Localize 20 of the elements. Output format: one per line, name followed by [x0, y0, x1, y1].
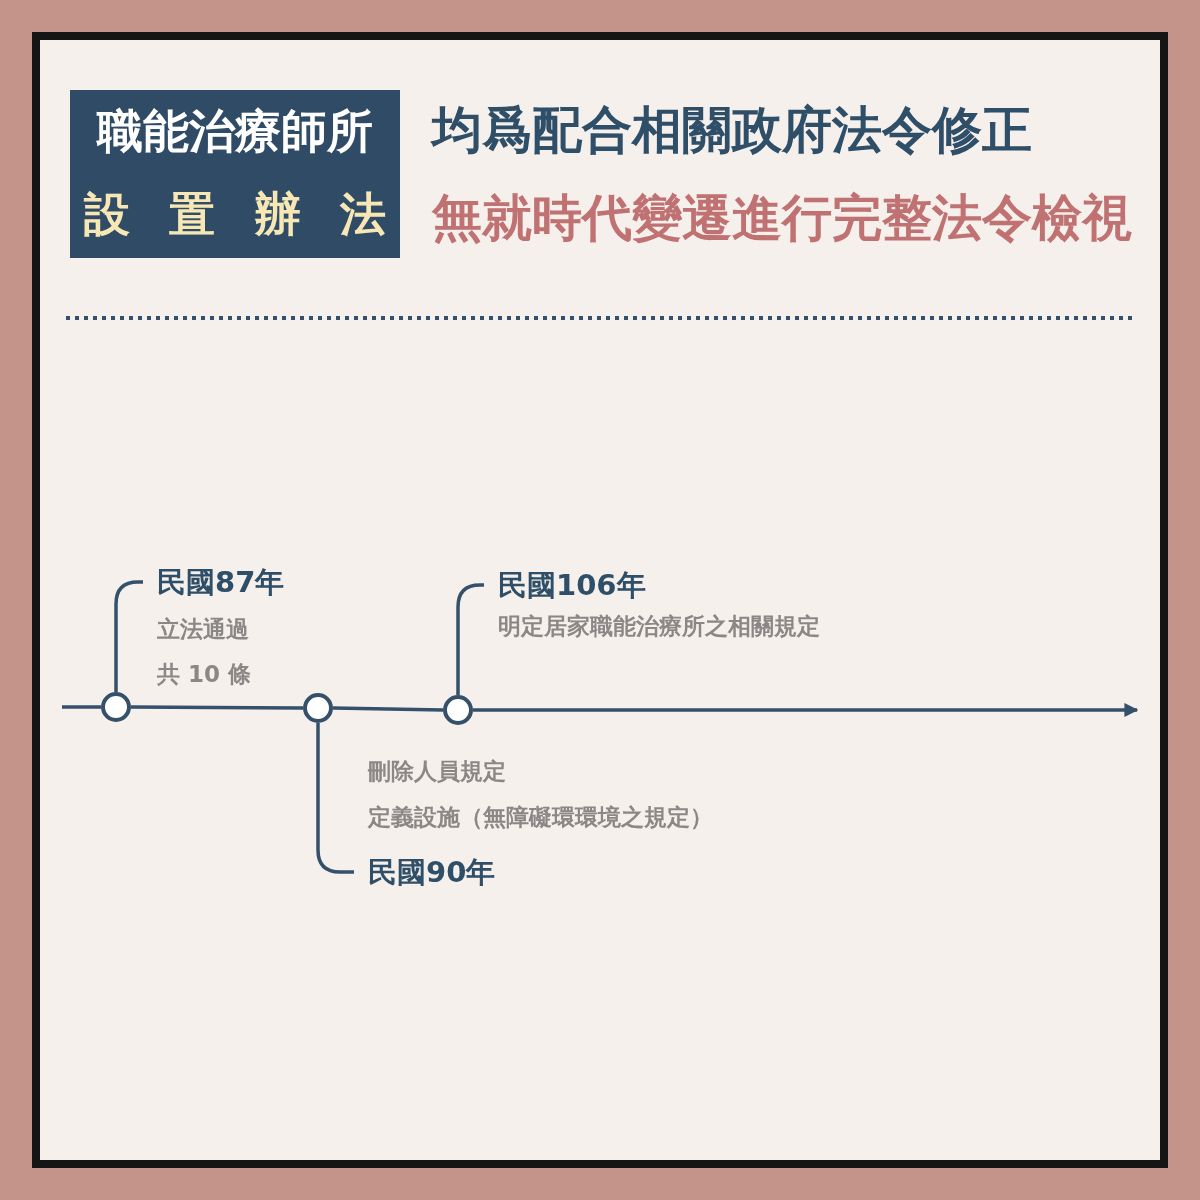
event-description: 明定居家職能治療所之相關規定: [498, 613, 820, 641]
leader-line: [316, 723, 354, 874]
timeline-line: [332, 706, 444, 712]
subheadline-text: 無就時代變遷進行完整法令檢視: [432, 188, 1132, 248]
subtitle-text: 設置辦法: [84, 187, 386, 243]
leader-line: [456, 583, 484, 695]
timeline-line: [131, 705, 303, 710]
leader-line: [114, 580, 143, 692]
title-text: 職能治療師所: [95, 104, 374, 160]
year-heading: 民國90年: [368, 854, 496, 890]
event-description: 共 10 條: [157, 661, 252, 689]
event-description: 刪除人員規定: [368, 758, 506, 786]
year-heading: 民國87年: [157, 564, 285, 600]
headline-text: 均爲配合相關政府法令修正: [432, 100, 1032, 160]
timeline-arrow: [473, 703, 1139, 717]
event-description: 立法通過: [157, 616, 249, 644]
year-heading: 民國106年: [498, 567, 646, 603]
timeline-line: [62, 705, 101, 709]
title-box: [70, 90, 400, 258]
event-description: 定義設施（無障礙環環境之規定）: [368, 804, 713, 832]
